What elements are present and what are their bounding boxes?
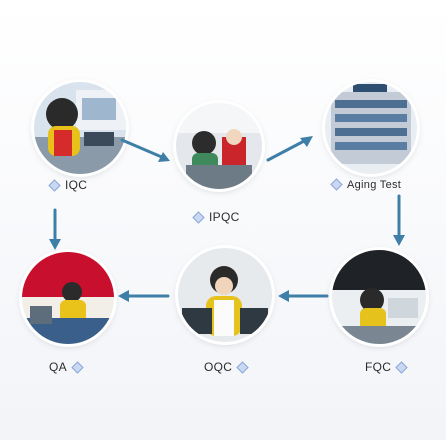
step-label-qa: QA bbox=[49, 360, 67, 374]
step-label-oqc: OQC bbox=[204, 360, 233, 374]
label-ipqc: IPQC bbox=[192, 210, 240, 224]
qa-photo bbox=[22, 252, 114, 344]
arrowhead-oqc-to-qa bbox=[118, 290, 129, 302]
diamond-bullet-icon bbox=[395, 360, 408, 374]
ipqc-photo bbox=[176, 103, 262, 189]
arrow-iqc-to-ipqc bbox=[120, 138, 166, 160]
step-label-ipqc: IPQC bbox=[209, 210, 240, 224]
arrowhead-iqc-to-qa bbox=[49, 239, 61, 250]
diamond-bullet-icon bbox=[48, 178, 61, 192]
arrowhead-fqc-to-oqc bbox=[278, 290, 289, 302]
arrowhead-ipqc-to-aging bbox=[300, 136, 313, 147]
arrowhead-iqc-to-ipqc bbox=[158, 152, 170, 162]
label-aging-test: Aging Test bbox=[330, 178, 401, 191]
step-label-aging-test: Aging Test bbox=[347, 178, 402, 191]
label-iqc: IQC bbox=[48, 178, 87, 192]
diamond-bullet-icon bbox=[71, 360, 84, 374]
oqc-photo bbox=[178, 248, 272, 342]
arrowhead-aging-to-fqc bbox=[393, 235, 405, 246]
step-label-fqc: FQC bbox=[365, 360, 392, 374]
arrow-ipqc-to-aging bbox=[266, 138, 308, 162]
fqc-photo bbox=[332, 250, 426, 344]
iqc-photo bbox=[34, 82, 126, 174]
label-oqc: OQC bbox=[204, 360, 249, 374]
diamond-bullet-icon bbox=[236, 360, 249, 374]
step-label-iqc: IQC bbox=[65, 178, 88, 192]
diamond-bullet-icon bbox=[330, 178, 343, 191]
aging-test-photo bbox=[325, 82, 417, 174]
label-fqc: FQC bbox=[365, 360, 408, 374]
label-qa: QA bbox=[49, 360, 84, 374]
diamond-bullet-icon bbox=[192, 210, 205, 224]
